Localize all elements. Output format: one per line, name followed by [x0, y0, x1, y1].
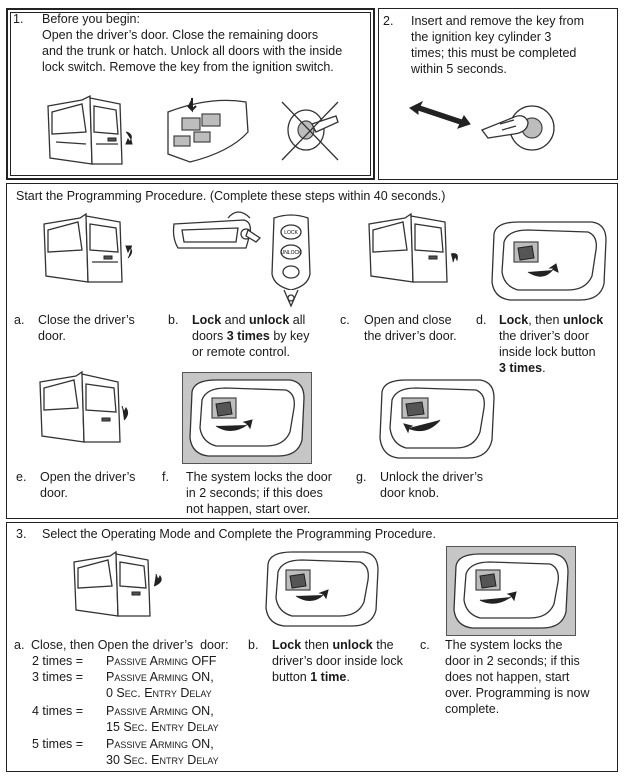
open-close-door-illustration [368, 212, 458, 283]
step-g-letter: g. [356, 470, 367, 484]
step-a-line1: Close the driver’s [38, 313, 135, 327]
mode-5-times: 5 times = [32, 737, 84, 751]
step-e-line2: door. [40, 486, 68, 500]
mode-4-times: 4 times = [32, 704, 84, 718]
step3-c-letter: c. [420, 638, 430, 652]
step-f-letter: f. [162, 470, 169, 484]
programming-title: Start the Programming Procedure. (Comple… [16, 189, 446, 203]
step3-c-line5: complete. [445, 702, 500, 716]
step2-panel [378, 8, 618, 180]
final-lock-illustration [453, 553, 569, 629]
step3-c-line4: over. Programming is now [445, 686, 590, 700]
mode-5-line2: 30 Sec. Entry Delay [106, 753, 219, 767]
step-d-line3: inside lock button [499, 345, 596, 359]
step1-line1: Before you begin: [42, 12, 140, 26]
step3-c-line1: The system locks the [445, 638, 563, 652]
step1-panel [6, 8, 375, 180]
step3-title: Select the Operating Mode and Complete t… [42, 527, 436, 541]
step-f-line2: in 2 seconds; if this does [186, 486, 323, 500]
close-door-illustration [43, 212, 133, 283]
mode-2-line1: Passive Arming OFF [106, 654, 217, 668]
step3-panel [6, 522, 618, 772]
step2-number: 2. [383, 14, 394, 28]
step-g-line1: Unlock the driver’s [380, 470, 484, 484]
step2-line3: times; this must be completed [411, 46, 577, 60]
step-b-letter: b. [168, 313, 179, 327]
step-a-line2: door. [38, 329, 66, 343]
step-d-line2: the driver’s door [499, 329, 589, 343]
mode-3-times: 3 times = [32, 670, 84, 684]
step1-line2: Open the driver’s door. Close the remain… [42, 28, 319, 42]
step-c-line1: Open and close [364, 313, 452, 327]
mode-5-line1: Passive Arming ON, [106, 737, 214, 751]
step-a-letter: a. [14, 313, 25, 327]
open-driver-door-illustration [39, 370, 129, 443]
step3-b-letter: b. [248, 638, 259, 652]
step-d-line1: Lock, then unlock [499, 313, 604, 327]
step3-c-line3: does not happen, start [445, 670, 570, 684]
step3-a-intro: Close, then Open the driver’s door: [31, 638, 229, 652]
step3-b-line1: Lock then unlock the [272, 638, 394, 652]
remote-fob-icon: LOCK UNLOCK [271, 214, 311, 308]
auto-lock-illustration [189, 379, 305, 457]
step-b-line2: doors 3 times by key [192, 329, 310, 343]
step3-c-line2: door in 2 seconds; if this [445, 654, 580, 668]
ignition-key-illustration [409, 100, 555, 151]
step2-line1: Insert and remove the key from [411, 14, 584, 28]
mode-4-line2: 15 Sec. Entry Delay [106, 720, 219, 734]
remove-key-illustration [281, 101, 339, 161]
step-g-line2: door knob. [380, 486, 440, 500]
step2-line4: within 5 seconds. [411, 62, 507, 76]
step-b-line1: Lock and unlock all [192, 313, 306, 327]
lock-unlock-button-illustration [265, 551, 379, 627]
step3-b-line2: driver’s door inside lock [272, 654, 403, 668]
mode-3-line2: 0 Sec. Entry Delay [106, 686, 212, 700]
lock-switch-illustration [167, 98, 249, 163]
step1-inner-border [10, 12, 371, 176]
step3-a-letter: a. [14, 638, 25, 652]
step-f-line1: The system locks the door [186, 470, 332, 484]
mode-2-times: 2 times = [32, 654, 84, 668]
mode-3-line1: Passive Arming ON, [106, 670, 214, 684]
step1-line3: and the trunk or hatch. Unlock all doors… [42, 44, 343, 58]
step-b-line3: or remote control. [192, 345, 290, 359]
mode-4-line1: Passive Arming ON, [106, 704, 214, 718]
step-f-line3: not happen, start over. [186, 502, 311, 516]
open-door-illustration [47, 94, 133, 165]
step1-number: 1. [13, 12, 24, 26]
step-c-letter: c. [340, 313, 350, 327]
door-handle-key-illustration [172, 211, 262, 249]
remote-unlock-label: UNLOCK [281, 250, 303, 256]
step-d-letter: d. [476, 313, 487, 327]
inside-lock-button-illustration [491, 221, 607, 301]
step3-b-line3: button 1 time. [272, 670, 350, 684]
step2-line2: the ignition key cylinder 3 [411, 30, 552, 44]
remote-lock-label: LOCK [284, 230, 298, 236]
step-e-line1: Open the driver’s [40, 470, 136, 484]
step-e-letter: e. [16, 470, 27, 484]
unlock-knob-illustration [379, 379, 495, 459]
programming-panel [6, 183, 618, 519]
close-open-door-illustration [73, 550, 162, 617]
step1-line4: lock switch. Remove the key from the ign… [42, 60, 334, 74]
step-d-line4: 3 times. [499, 361, 546, 375]
step3-number: 3. [16, 527, 27, 541]
step-c-line2: the driver’s door. [364, 329, 457, 343]
